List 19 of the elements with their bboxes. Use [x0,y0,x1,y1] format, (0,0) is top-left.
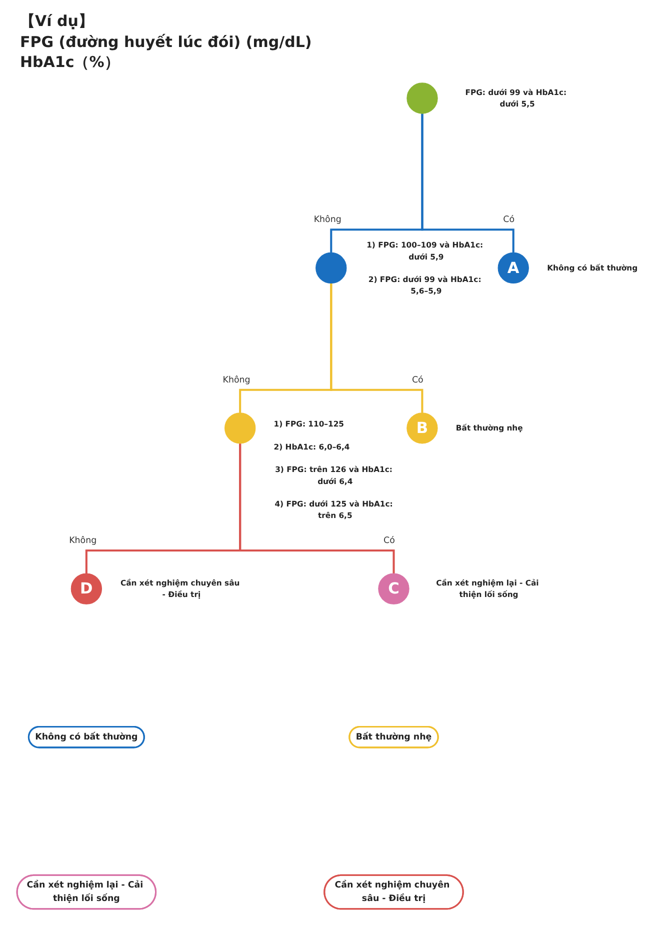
node-circle: D [70,573,102,604]
note-text: HbA1c（%） [20,53,120,72]
edge-label: Không [314,214,342,225]
node-circle: C [378,573,410,604]
edge-label: Không [69,535,97,546]
connector [239,444,395,574]
node-circle: A [498,252,529,284]
edge-label: Không [222,374,250,385]
node-circle [316,252,347,284]
connector [330,283,424,413]
node-circle [406,82,438,114]
node-circle: B [406,412,438,444]
note-text: 【Ví dụ】 [20,12,94,31]
edge-label: Có [503,214,515,225]
note-text: FPG (đường huyết lúc đói) (mg/dL) [20,33,313,51]
connector [421,114,514,253]
edge-label: Có [412,374,424,385]
node-circle [224,412,256,444]
edge-label: Có [384,535,395,546]
